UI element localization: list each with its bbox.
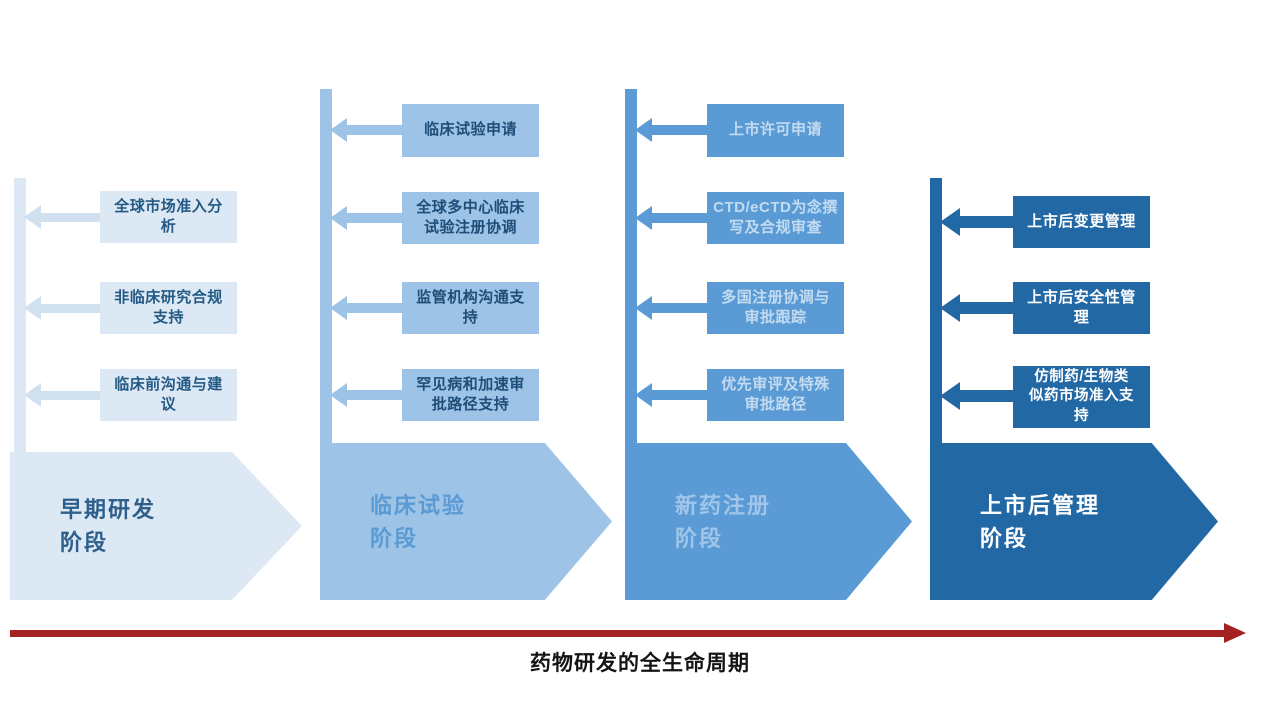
arrow-right-icon (1224, 623, 1246, 643)
arrow-left-icon (330, 383, 347, 407)
task-box: CTD/eCTD为念撰 写及合规审查 (707, 192, 844, 244)
task-box: 仿制药/生物类 似药市场准入支 持 (1013, 366, 1150, 428)
phase2-connector-arrow (330, 206, 410, 230)
task-box: 全球市场准入分 析 (100, 191, 237, 243)
phase3-connector-arrow (635, 383, 715, 407)
phase1-vertical-bar (14, 178, 26, 456)
phase1-connector-arrow (24, 383, 108, 407)
task-box: 上市后变更管理 (1013, 196, 1150, 248)
phase2-chevron: 临床试验 阶段 (320, 443, 612, 600)
phase3-label: 新药注册 阶段 (675, 492, 772, 551)
task-box: 全球多中心临床 试验注册协调 (402, 192, 539, 244)
task-box: 非临床研究合规 支持 (100, 282, 237, 334)
arrow-left-icon (635, 206, 652, 230)
arrow-left-icon (330, 206, 347, 230)
task-box: 监管机构沟通支 持 (402, 282, 539, 334)
task-box: 上市许可申请 (707, 104, 844, 157)
phase1-connector-arrow (24, 296, 108, 320)
phase4-connector-arrow (940, 208, 1022, 236)
diagram-title: 药物研发的全生命周期 (530, 652, 750, 675)
arrow-left-icon (24, 296, 41, 320)
task-box: 上市后安全性管 理 (1013, 282, 1150, 334)
task-box: 优先审评及特殊 审批路径 (707, 369, 844, 421)
phase1-chevron: 早期研发 阶段 (10, 452, 302, 600)
arrow-left-icon (330, 296, 347, 320)
phase2-connector-arrow (330, 296, 410, 320)
task-box: 临床前沟通与建 议 (100, 369, 237, 421)
phase4-label: 上市后管理 阶段 (980, 492, 1101, 551)
phase3-connector-arrow (635, 296, 715, 320)
arrow-left-icon (24, 383, 41, 407)
arrow-left-icon (940, 294, 960, 322)
arrow-left-icon (940, 382, 960, 410)
phase4-connector-arrow (940, 382, 1022, 410)
arrow-left-icon (635, 296, 652, 320)
phase4-chevron: 上市后管理 阶段 (930, 443, 1218, 600)
phase3-connector-arrow (635, 118, 715, 142)
timeline-arrow (10, 623, 1246, 643)
task-box: 罕见病和加速审 批路径支持 (402, 369, 539, 421)
arrow-left-icon (330, 118, 347, 142)
phase1-connector-arrow (24, 205, 108, 229)
arrow-left-icon (635, 383, 652, 407)
task-box: 临床试验申请 (402, 104, 539, 157)
arrow-left-icon (24, 205, 41, 229)
phase4-connector-arrow (940, 294, 1022, 322)
phase2-label: 临床试验 阶段 (370, 492, 467, 551)
phase2-connector-arrow (330, 383, 410, 407)
task-box: 多国注册协调与 审批跟踪 (707, 282, 844, 334)
phase1-label: 早期研发 阶段 (60, 497, 157, 555)
phase3-connector-arrow (635, 206, 715, 230)
phase3-chevron: 新药注册 阶段 (625, 443, 912, 600)
arrow-left-icon (635, 118, 652, 142)
phase2-connector-arrow (330, 118, 410, 142)
arrow-left-icon (940, 208, 960, 236)
